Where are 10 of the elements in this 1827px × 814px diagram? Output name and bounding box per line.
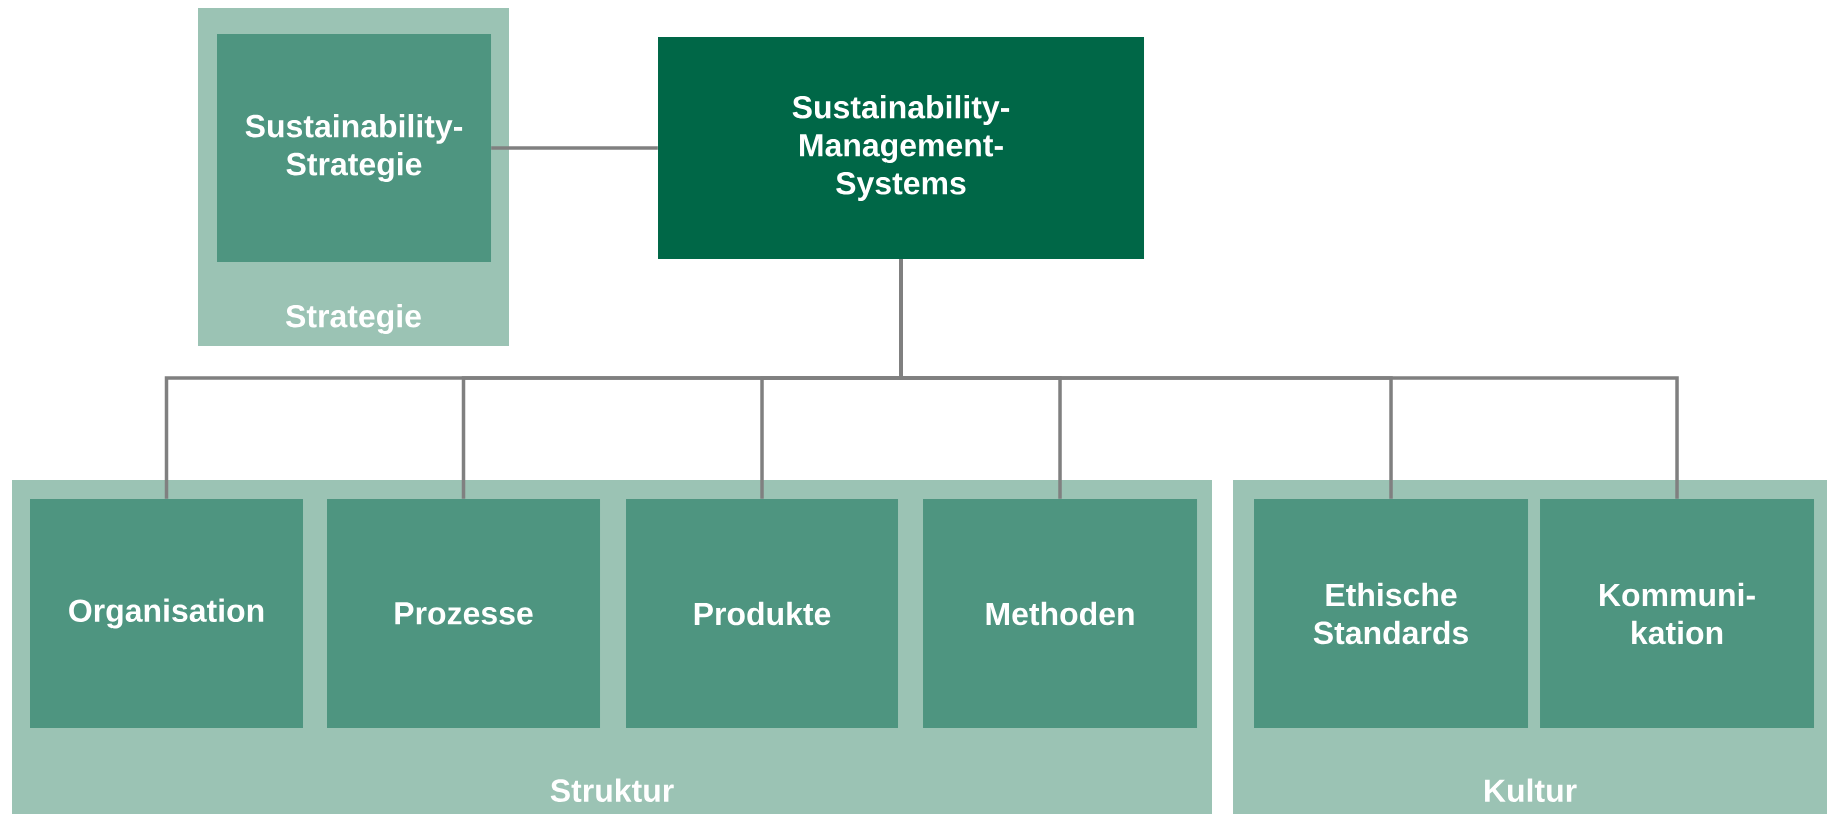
- category-box: Ethische Standards: [1254, 499, 1528, 728]
- system-box: Sustainability-Management-Systems: [658, 37, 1144, 259]
- category-box: Produkte: [626, 499, 898, 728]
- category-box: Prozesse: [327, 499, 600, 728]
- category-box: Organisation: [30, 499, 303, 728]
- connector-line: [491, 146, 658, 150]
- connector-line: [899, 259, 1679, 499]
- category-box: Methoden: [923, 499, 1197, 728]
- category-box: Kommuni-kation: [1540, 499, 1814, 728]
- category-box: Sustainability-Strategie: [217, 34, 491, 262]
